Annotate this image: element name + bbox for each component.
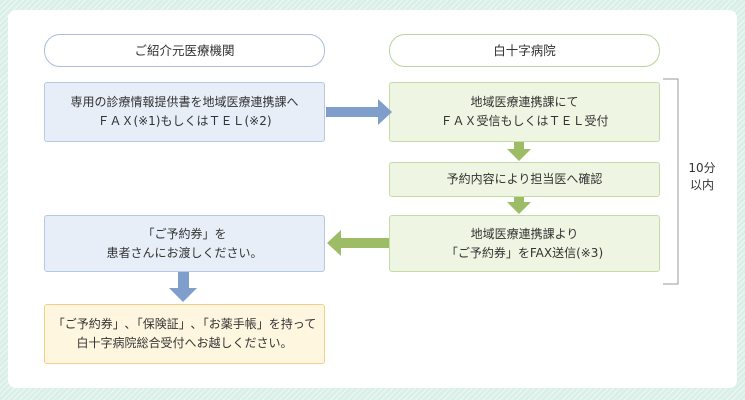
hospital-header: 白十字病院 bbox=[389, 34, 660, 67]
step-confirm-doctor-label: 予約内容により担当医へ確認 bbox=[446, 172, 603, 186]
step-fax-ticket-line1: 地域医療連携課より bbox=[470, 226, 579, 241]
step-receive-referral: 地域医療連携課にて ＦＡＸ受信もしくはＴＥＬ受付 bbox=[389, 82, 660, 142]
step-hand-ticket: 「ご予約券」を 患者さんにお渡しください。 bbox=[44, 215, 325, 272]
duration-label-line2: 以内 bbox=[689, 178, 714, 192]
arrow-left-icon bbox=[327, 230, 389, 256]
step-confirm-doctor: 予約内容により担当医へ確認 bbox=[389, 162, 660, 197]
arrow-down-icon bbox=[169, 272, 197, 302]
step-hand-ticket-line2: 患者さんにお渡しください。 bbox=[106, 245, 263, 260]
referring-institution-header: ご紹介元医療機関 bbox=[44, 34, 325, 67]
duration-bracket bbox=[663, 78, 679, 285]
hospital-label: 白十字病院 bbox=[493, 43, 556, 58]
arrow-down-icon bbox=[507, 197, 531, 214]
step-visit-hospital-line1: 「ご予約券」､「保険証」､「お薬手帳」を持って bbox=[52, 317, 317, 331]
duration-label: 10分 以内 bbox=[680, 160, 724, 194]
step-receive-referral-line2: ＦＡＸ受信もしくはＴＥＬ受付 bbox=[440, 114, 609, 128]
step-fax-ticket-line2: 「ご予約券」をFAX送信(※3) bbox=[445, 245, 604, 260]
step-receive-referral-line1: 地域医療連携課にて bbox=[470, 95, 579, 109]
duration-label-line1: 10分 bbox=[688, 161, 716, 175]
step-fax-ticket: 地域医療連携課より 「ご予約券」をFAX送信(※3) bbox=[389, 215, 660, 272]
step-send-referral: 専用の診療情報提供書を地域医療連携課へ ＦＡＸ(※1)もしくはＴＥＬ(※2) bbox=[44, 82, 325, 142]
step-visit-hospital: 「ご予約券」､「保険証」､「お薬手帳」を持って 白十字病院総合受付へお越しくださ… bbox=[44, 304, 325, 364]
step-hand-ticket-line1: 「ご予約券」を bbox=[142, 226, 227, 241]
arrow-right-icon bbox=[326, 99, 392, 125]
step-send-referral-line1: 専用の診療情報提供書を地域医療連携課へ bbox=[70, 95, 299, 109]
step-visit-hospital-line2: 白十字病院総合受付へお越しください。 bbox=[76, 336, 293, 350]
arrow-down-icon bbox=[507, 142, 531, 161]
step-send-referral-line2: ＦＡＸ(※1)もしくはＴＥＬ(※2) bbox=[97, 114, 272, 128]
referring-institution-label: ご紹介元医療機関 bbox=[134, 43, 235, 58]
